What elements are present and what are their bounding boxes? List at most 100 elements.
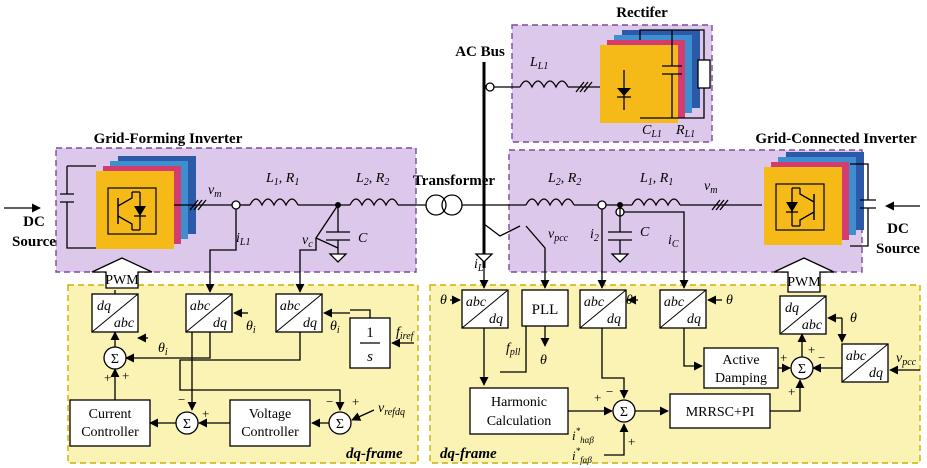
svg-text:dq: dq (687, 312, 701, 327)
svg-text:dq: dq (489, 312, 503, 327)
sum-left-current: Σ (175, 411, 199, 435)
inductor-ll1 (519, 80, 569, 89)
svg-text:dq: dq (303, 316, 317, 331)
theta-right-4: θ (850, 311, 857, 326)
l1-r1-left-label: L1, R1 (265, 171, 299, 188)
dc-source-left-line2: Source (12, 234, 56, 250)
sum-right-current: Σ (612, 399, 636, 423)
theta-i-left-3: θi (330, 319, 340, 336)
abc-dq-vpcc: abc dq (841, 343, 889, 383)
i2-label: i2 (590, 227, 599, 244)
svg-text:abc: abc (190, 299, 211, 314)
svg-text:PLL: PLL (532, 302, 559, 318)
i-fab-label: i*fαβ (572, 446, 592, 465)
ground-bus (474, 253, 494, 263)
sum-right-output: Σ (790, 356, 814, 380)
dc-link-left (60, 165, 96, 249)
sense-point-i2 (597, 200, 607, 210)
filter-capacitor-right (608, 205, 632, 254)
svg-text:Controller: Controller (241, 425, 299, 440)
l2-r2-left-label: L2, R2 (355, 171, 389, 188)
sense-point-bus (485, 82, 495, 92)
il-label: iL (474, 257, 484, 274)
abc-dq-ic: abc dq (659, 289, 707, 329)
inductor-l2-right (525, 198, 575, 207)
svg-text:Σ: Σ (798, 362, 806, 377)
rectifier-dc-side (639, 29, 705, 119)
svg-text:abc: abc (466, 295, 487, 310)
svg-text:Voltage: Voltage (249, 407, 292, 422)
harmonic-calculation (469, 387, 569, 435)
svg-text:dq: dq (97, 299, 111, 314)
ic-label: iC (668, 233, 679, 250)
i-hab-label: i*hαβ (572, 426, 594, 445)
svg-text:+: + (808, 342, 815, 357)
dq-frame-left-label: dq-frame (346, 446, 403, 462)
ground-right (610, 253, 630, 263)
vpcc-ctrl-label: vpcc (896, 351, 917, 368)
svg-text:s: s (367, 349, 373, 365)
filter-capacitor-left (326, 205, 350, 254)
load-resistor (697, 59, 711, 89)
l1-r1-right-label: L1, R1 (639, 171, 673, 188)
theta-i-left-1: θi (158, 341, 168, 358)
voltage-controller (229, 399, 311, 447)
transformer-label: Transformer (413, 173, 496, 189)
transformer-coil-1 (425, 194, 447, 216)
gfi-switch-module (96, 156, 196, 249)
rl1-label: RL1 (675, 123, 695, 140)
svg-text:abc: abc (280, 299, 301, 314)
ground-left (328, 253, 348, 263)
rectifier-module (600, 30, 700, 123)
svg-text:1: 1 (366, 325, 374, 341)
svg-text:abc: abc (802, 318, 823, 333)
dc-source-right-line2: Source (876, 241, 920, 257)
svg-text:dq: dq (213, 316, 227, 331)
dc-source-left-line1: DC (23, 214, 45, 230)
vm-left-label: vm (208, 183, 221, 200)
svg-text:MRRSC+PI: MRRSC+PI (686, 405, 755, 420)
svg-text:dq: dq (869, 366, 883, 381)
three-phase-mark-right (711, 199, 729, 211)
svg-text:abc: abc (114, 316, 135, 331)
f-iref-label: firef (396, 325, 415, 342)
svg-text:Σ: Σ (336, 417, 344, 432)
inductor-l1-right (631, 198, 681, 207)
svg-text:−: − (818, 350, 825, 365)
ll1-label: LL1 (529, 55, 548, 72)
cl1-label: CL1 (642, 123, 662, 140)
svg-text:+: + (594, 390, 601, 405)
svg-text:Current: Current (89, 407, 132, 422)
svg-text:+: + (202, 406, 209, 421)
rectifier-title: Rectifer (616, 5, 668, 21)
l2-r2-right-label: L2, R2 (547, 171, 581, 188)
svg-text:+: + (780, 350, 787, 365)
mrrsc-pi-controller (669, 393, 771, 429)
svg-text:Σ: Σ (620, 405, 628, 420)
abc-dq-il: abc dq (461, 289, 509, 329)
pwm-right-label: PWM (787, 275, 821, 290)
svg-text:+: + (104, 370, 111, 385)
inductor-l1-left (249, 198, 299, 207)
c-left-label: C (358, 231, 368, 246)
v-refdq-label: vrefdq (378, 401, 405, 418)
svg-text:−: − (606, 384, 613, 399)
pwm-arrow-right (773, 257, 835, 293)
svg-text:Calculation: Calculation (487, 414, 552, 429)
gfi-title: Grid-Forming Inverter (94, 131, 243, 147)
svg-text:dq: dq (785, 301, 799, 316)
three-phase-mark-rect (575, 81, 593, 93)
svg-text:abc: abc (846, 349, 867, 364)
three-phase-mark-left (189, 199, 207, 211)
pwm-arrow-left (91, 257, 153, 289)
abc-dq-il1: abc dq (185, 293, 233, 333)
theta-right-3: θ (726, 293, 733, 308)
dq-frame-right-label: dq-frame (440, 446, 497, 462)
sense-point-il1 (231, 200, 241, 210)
gci-title: Grid-Connected Inverter (755, 131, 917, 147)
theta-right-1: θ (440, 293, 447, 308)
svg-text:Σ: Σ (183, 417, 191, 432)
theta-i-left-2: θi (246, 319, 256, 336)
sum-left-voltage: Σ (328, 411, 352, 435)
svg-text:+: + (352, 394, 359, 409)
